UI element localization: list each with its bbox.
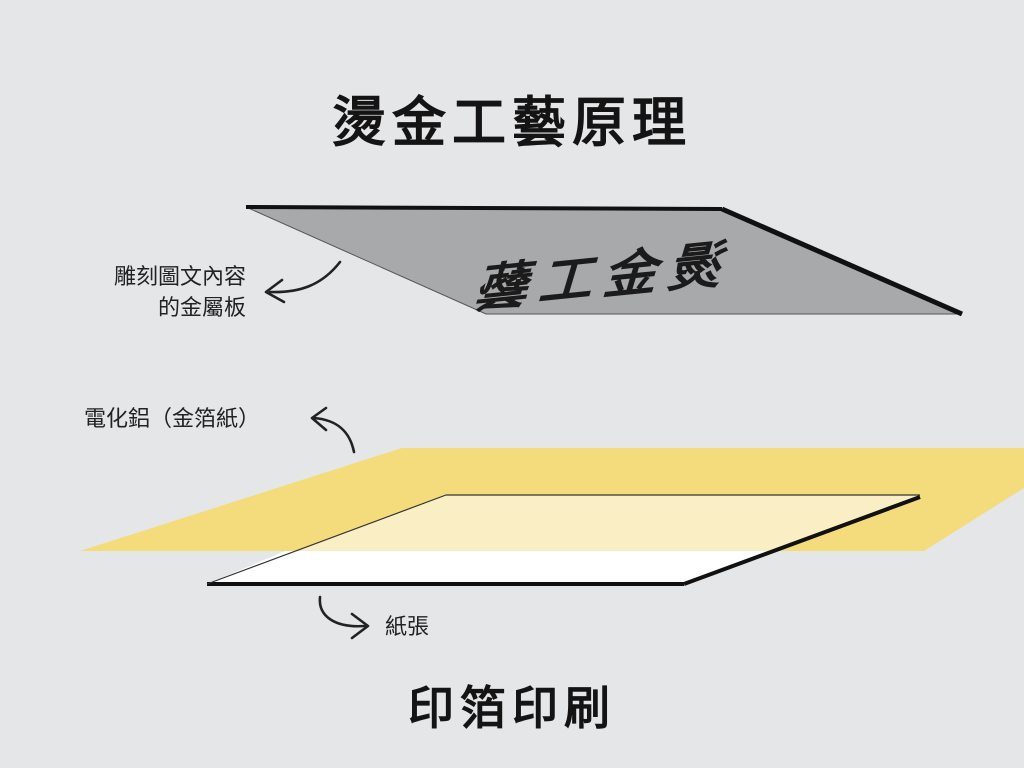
paper-label: 紙張 <box>385 615 430 640</box>
metal-plate-right-edge <box>720 206 964 317</box>
arrow-to-foil-head-icon <box>310 406 328 432</box>
arrow-to-paper-head-icon <box>350 612 370 640</box>
arrow-to-paper-icon <box>318 595 367 628</box>
paper-sheet <box>206 494 921 586</box>
arrow-to-foil-icon <box>312 416 356 454</box>
metal-plate-label-line2: 的金屬板 <box>157 296 246 321</box>
metal-plate: 燙金工藝 <box>245 205 964 320</box>
paper-visible-strip <box>207 551 769 584</box>
metal-plate-top-edge <box>245 205 723 211</box>
metal-plate-label: 雕刻圖文內容 的金屬板 <box>78 262 246 324</box>
paper-left-edge <box>206 494 447 585</box>
metal-plate-label-line1: 雕刻圖文內容 <box>113 265 246 290</box>
arrow-to-plate-icon <box>268 260 342 294</box>
arrow-to-plate-head-icon <box>264 278 286 304</box>
foil-label: 電化鋁（金箔紙） <box>84 407 261 432</box>
diagram-footer-title: 印箔印刷 <box>408 681 616 735</box>
diagram-title: 燙金工藝原理 <box>332 90 692 154</box>
paper-right-edge <box>683 495 921 586</box>
